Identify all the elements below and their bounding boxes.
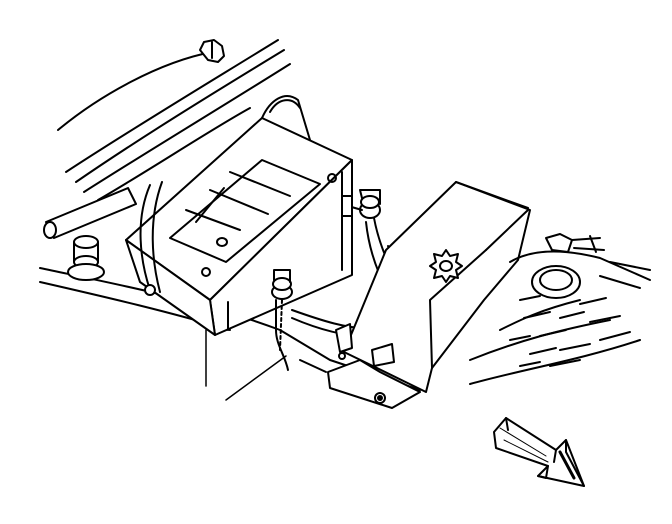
fuse-block-cover [344,182,530,392]
positive-terminal [342,190,380,218]
connector-clip [546,234,604,252]
battery-hold-down-strap [141,96,310,295]
reservoir-cap [430,250,462,282]
vent-clip [200,40,224,62]
cable-bracket [336,324,394,366]
left-grommet [68,236,104,280]
left-hose [44,188,136,238]
battery-vent-cap [217,238,227,246]
leader-line-terminal [226,356,286,400]
battery [126,118,352,335]
callout-leader-lines [206,330,286,400]
battery-side [126,240,215,335]
front-direction-arrow [494,418,584,486]
battery-corner-bolt [202,268,210,276]
battery-tray [300,360,420,408]
strut-tower [470,252,650,384]
negative-terminal [272,270,292,370]
